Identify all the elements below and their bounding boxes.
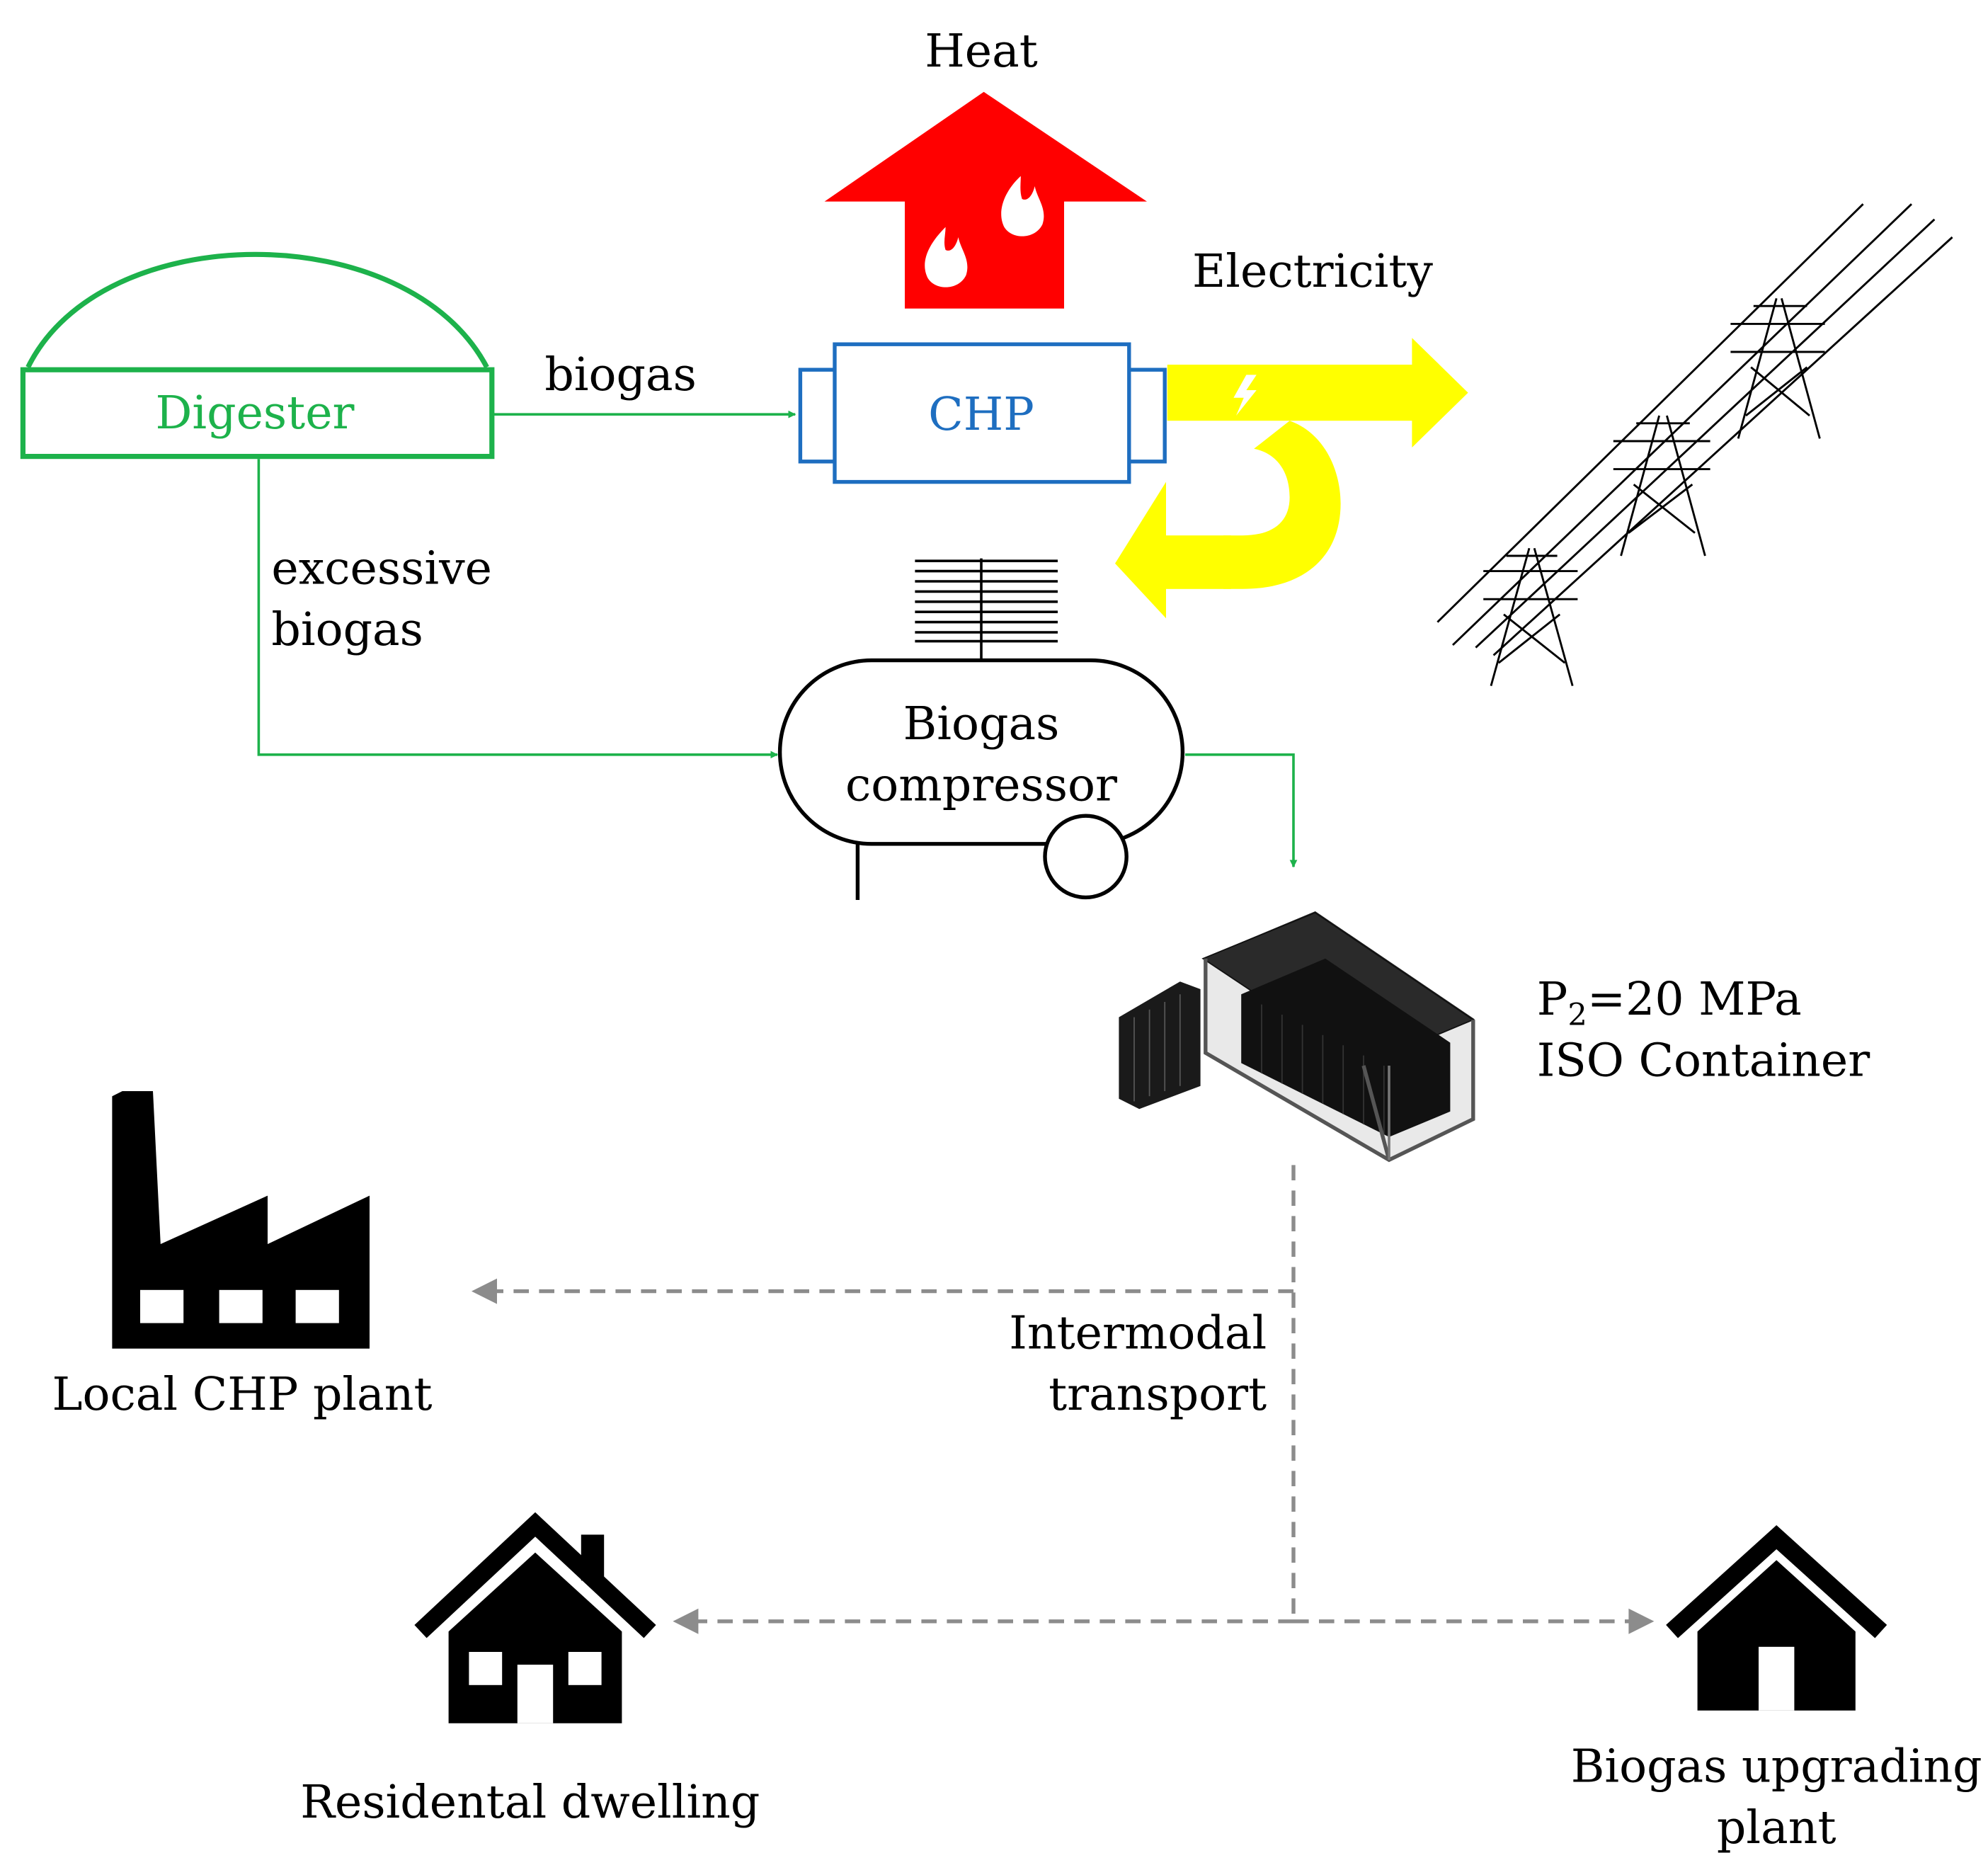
compressor-label-2: compressor — [845, 759, 1117, 812]
heat-arrow-icon — [824, 91, 1147, 309]
power-pylon-icon — [1436, 203, 1953, 686]
transport-routes — [494, 1165, 1631, 1624]
upgrading-label-2: plant — [1717, 1801, 1836, 1854]
local-chp-label: Local CHP plant — [52, 1368, 432, 1421]
house-icon — [414, 1512, 656, 1723]
chp-label: CHP — [928, 388, 1034, 441]
arrow-to-dwelling — [673, 1608, 699, 1634]
heat-label: Heat — [925, 25, 1038, 78]
electricity-label: Electricity — [1192, 245, 1433, 298]
digester-label: Digester — [155, 387, 354, 440]
biogas-label: biogas — [544, 348, 697, 401]
arrow-to-local-chp — [472, 1278, 497, 1304]
digester — [20, 251, 495, 460]
iso-container-icon — [1119, 911, 1475, 1163]
electricity-arrow-icon — [1115, 338, 1468, 619]
transport-label-2: transport — [1049, 1368, 1267, 1421]
compressor-label-1: Biogas — [903, 697, 1060, 751]
excessive-biogas-label-2: biogas — [271, 603, 423, 656]
arrow-to-upgrading — [1628, 1608, 1655, 1634]
factory-icon — [112, 1091, 370, 1349]
transport-label-1: Intermodal — [1009, 1307, 1267, 1360]
pressure-label: P2=20 MPa — [1537, 973, 1802, 1032]
chp-unit — [798, 342, 1167, 484]
excessive-biogas-label-1: excessive — [271, 542, 492, 595]
excessive-biogas-flow-line — [257, 459, 779, 759]
compressor-icon — [777, 558, 1185, 900]
container-label: ISO Container — [1537, 1034, 1870, 1087]
dwelling-label: Residental dwelling — [300, 1776, 760, 1829]
compressed-biogas-flow-line — [1185, 753, 1298, 868]
upgrading-label-1: Biogas upgrading — [1571, 1740, 1982, 1794]
upgrading-plant-house-icon — [1666, 1525, 1887, 1711]
